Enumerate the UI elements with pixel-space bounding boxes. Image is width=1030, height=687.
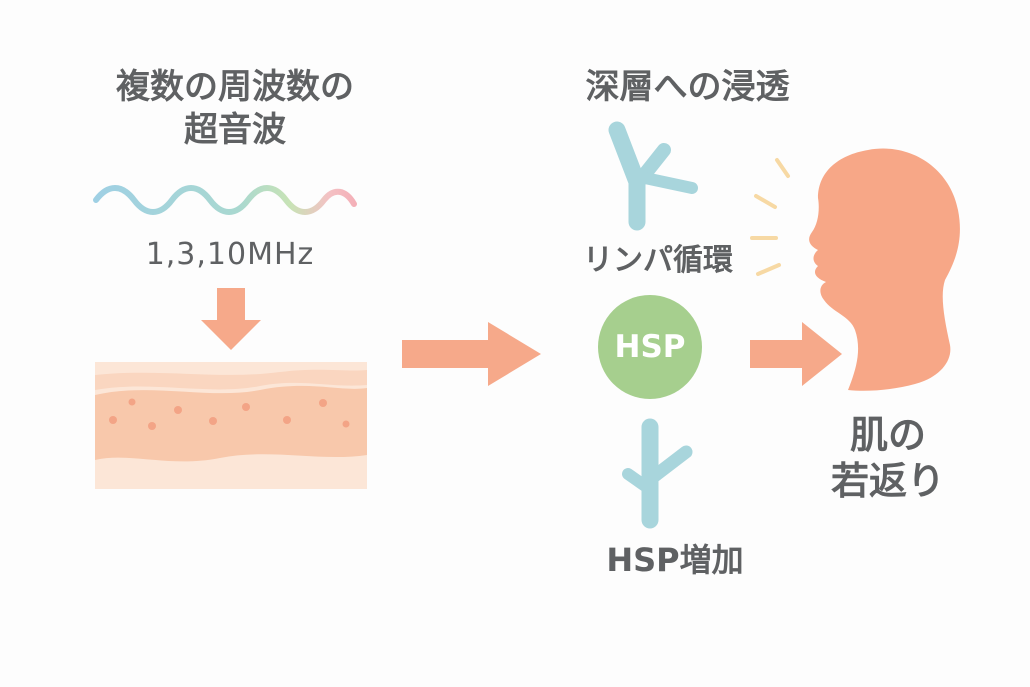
penetration-title: 深層への浸透 [585, 67, 790, 107]
radiance-rays-icon [750, 158, 790, 276]
lymph-branch-icon [608, 121, 698, 231]
skin-rejuvenation-line2: 若返り [830, 459, 945, 504]
skin-layer-image [95, 362, 367, 489]
hsp-increase-label: HSP増加 [606, 541, 744, 579]
ultrasound-title: 複数の周波数の 超音波 [70, 66, 400, 151]
hsp-circle-label: HSP [614, 329, 686, 365]
ultrasound-title-line1: 複数の周波数の [116, 67, 354, 107]
right-arrow-icon [402, 322, 541, 386]
hsp-branch-icon [622, 418, 693, 529]
right-arrow-icon [750, 322, 842, 386]
face-silhouette-icon [809, 148, 960, 391]
frequency-label: 1,3,10MHz [145, 237, 315, 272]
hsp-circle [598, 295, 702, 399]
lymph-circulation-label: リンパ循環 [583, 243, 733, 278]
down-arrow-icon [201, 288, 261, 350]
skin-rejuvenation-line1: 肌の [849, 413, 926, 457]
ultrasound-title-line2: 超音波 [184, 109, 286, 150]
skin-rejuvenation-label: 肌の 若返り [818, 412, 958, 505]
ultrasound-wave-icon [93, 185, 357, 215]
